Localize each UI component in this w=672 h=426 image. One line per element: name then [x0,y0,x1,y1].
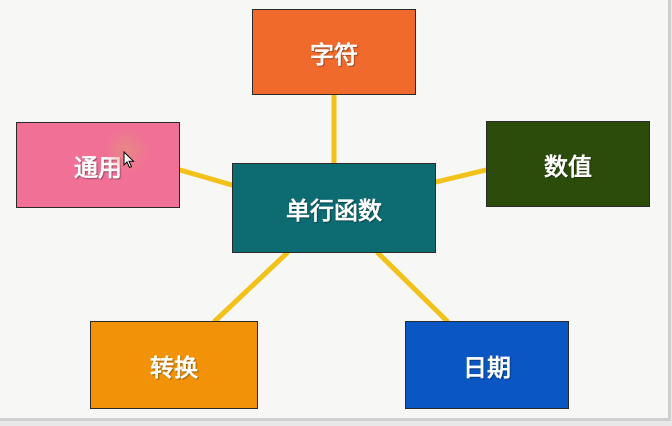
node-char-label: 字符 [310,40,358,69]
connector-date [375,250,450,324]
node-general: 通用 [16,122,180,208]
node-char: 字符 [252,9,416,95]
node-center: 单行函数 [232,163,436,253]
node-number: 数值 [486,121,650,207]
cursor-highlight [104,128,150,174]
node-date-label: 日期 [463,353,511,382]
connector-number [433,167,489,185]
mouse-pointer-icon [123,151,135,169]
node-convert-label: 转换 [150,353,198,382]
node-date: 日期 [405,321,569,409]
connector-convert [212,250,290,324]
node-center-label: 单行函数 [286,196,382,225]
connector-general [177,167,235,188]
node-number-label: 数值 [544,152,592,181]
node-convert: 转换 [90,321,258,409]
